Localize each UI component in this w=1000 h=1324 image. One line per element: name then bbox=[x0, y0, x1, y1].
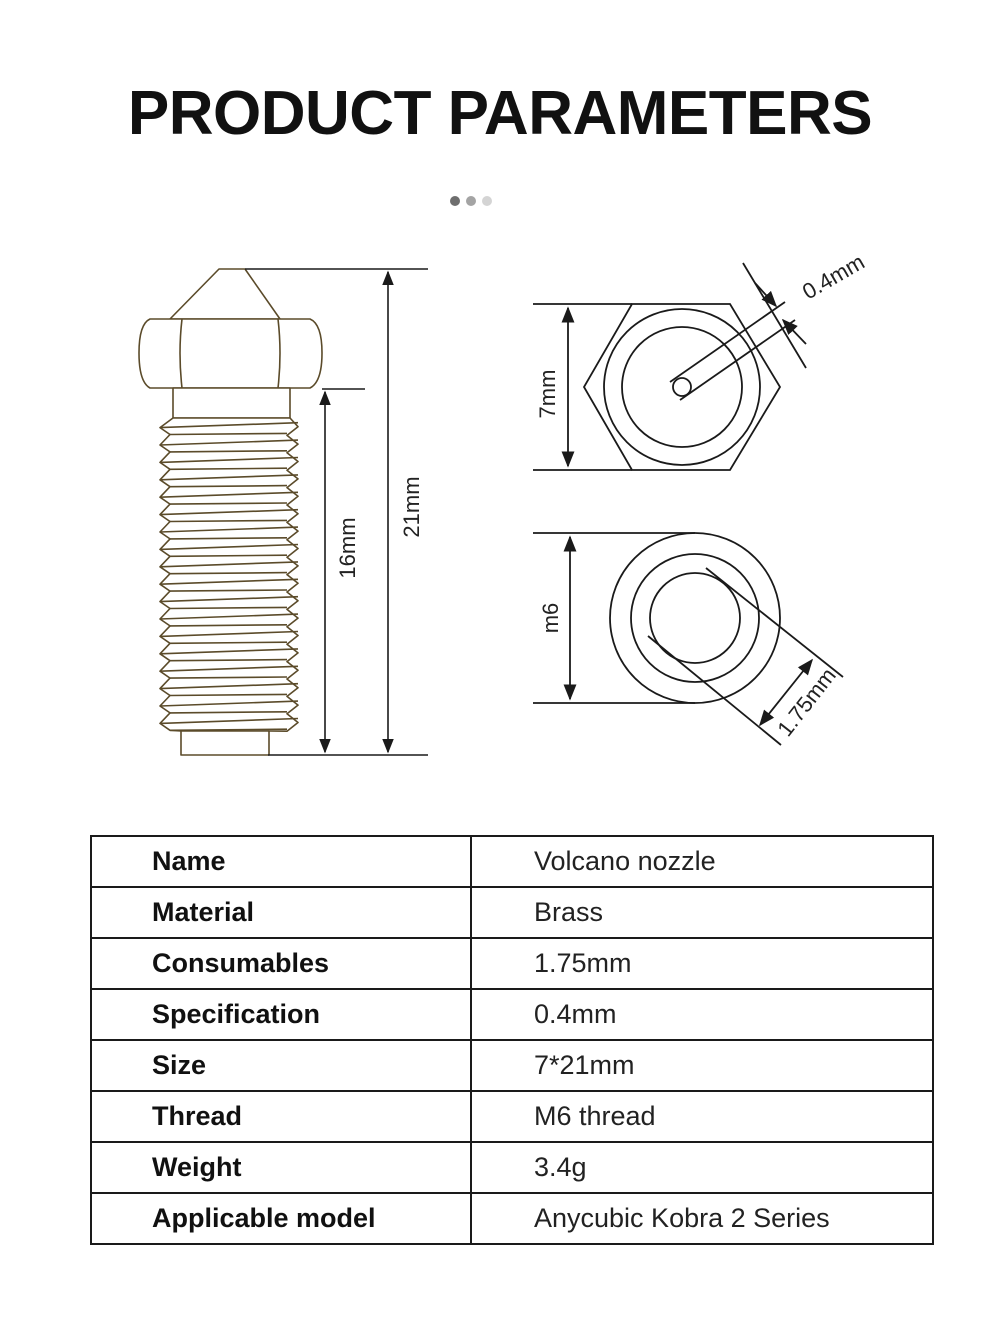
nozzle-top-view bbox=[533, 262, 807, 471]
thread-ridge bbox=[159, 543, 299, 551]
side-dimensions bbox=[245, 268, 428, 756]
dim-04mm-arrow-b bbox=[781, 318, 807, 345]
thread-groove bbox=[169, 519, 288, 523]
thread-ridge bbox=[159, 648, 299, 655]
nozzle-bottom bbox=[180, 730, 270, 756]
spec-value: Anycubic Kobra 2 Series bbox=[470, 1192, 934, 1245]
dim-175mm-arrow bbox=[758, 658, 814, 727]
spec-value: 0.4mm bbox=[470, 988, 934, 1041]
spec-value: Brass bbox=[470, 886, 934, 939]
nozzle-diagram: 21mm 16mm 7mm 0.4mm m6 1.75mm bbox=[138, 249, 869, 756]
thread-groove bbox=[169, 606, 288, 610]
spec-key: Applicable model bbox=[90, 1192, 472, 1245]
dim-04mm-arrow-a bbox=[754, 282, 778, 308]
thread-ridge bbox=[159, 439, 299, 446]
spec-key: Name bbox=[90, 835, 472, 888]
spec-key: Size bbox=[90, 1039, 472, 1092]
thread-middle-circle bbox=[630, 553, 760, 683]
dim-04mm-label: 0.4mm bbox=[798, 249, 869, 304]
spec-key: Specification bbox=[90, 988, 472, 1041]
thread-ridge bbox=[159, 700, 299, 707]
thread-outer-circle bbox=[609, 532, 781, 704]
spec-value: 7*21mm bbox=[470, 1039, 934, 1092]
thread-groove bbox=[169, 711, 288, 714]
pager-dot[interactable] bbox=[466, 196, 476, 206]
nozzle-hole-circle bbox=[672, 377, 692, 397]
spec-value: M6 thread bbox=[470, 1090, 934, 1143]
dim-16mm-label: 16mm bbox=[335, 517, 360, 578]
thread-ridge bbox=[159, 665, 299, 672]
page-title: PRODUCT PARAMETERS bbox=[127, 79, 873, 148]
hex-outer-circle bbox=[603, 308, 761, 466]
pager-dot-active[interactable] bbox=[450, 196, 460, 206]
thread-ridge bbox=[159, 491, 299, 498]
thread-groove bbox=[169, 641, 288, 645]
thread-ridge bbox=[159, 595, 299, 603]
thread-groove bbox=[169, 624, 288, 627]
thread-groove bbox=[169, 693, 288, 697]
dim-21mm-label: 21mm bbox=[399, 476, 424, 537]
dim-m6-label: m6 bbox=[538, 603, 563, 634]
thread-ridge bbox=[159, 508, 299, 516]
spec-key: Thread bbox=[90, 1090, 472, 1143]
pager-dots bbox=[450, 196, 494, 208]
spec-value: 1.75mm bbox=[470, 937, 934, 990]
thread-groove bbox=[169, 554, 288, 558]
nozzle-bottom-view bbox=[533, 532, 844, 746]
dim-175mm-label: 1.75mm bbox=[772, 663, 841, 741]
thread-inner-circle bbox=[649, 572, 741, 664]
spec-key: Material bbox=[90, 886, 472, 939]
thread-groove bbox=[169, 450, 288, 453]
nozzle-tip bbox=[169, 268, 281, 320]
thread-ridge bbox=[159, 717, 299, 725]
thread-groove bbox=[169, 571, 288, 575]
hex-head bbox=[138, 318, 323, 389]
thread-ridge bbox=[159, 456, 299, 464]
thread-ridge bbox=[159, 613, 299, 620]
thread-body bbox=[159, 417, 299, 732]
thread-groove bbox=[169, 502, 288, 505]
nozzle-side-view bbox=[138, 268, 323, 756]
thread-ridge bbox=[159, 561, 299, 568]
thread-groove bbox=[169, 467, 288, 471]
thread-ridge bbox=[159, 526, 299, 533]
thread-groove bbox=[169, 432, 288, 436]
thread-ridge bbox=[159, 682, 299, 690]
thread-groove bbox=[169, 537, 288, 540]
thread-ridge bbox=[159, 421, 299, 429]
thread-ridge bbox=[159, 474, 299, 481]
nozzle-neck bbox=[172, 387, 291, 419]
pager-dot[interactable] bbox=[482, 196, 492, 206]
spec-key: Weight bbox=[90, 1141, 472, 1194]
spec-value: Volcano nozzle bbox=[470, 835, 934, 888]
hex-outline bbox=[582, 303, 782, 471]
thread-groove bbox=[169, 589, 288, 592]
thread-ridge bbox=[159, 630, 299, 638]
thread-groove bbox=[169, 728, 288, 732]
dim-7mm-label: 7mm bbox=[535, 370, 560, 419]
spec-value: 3.4g bbox=[470, 1141, 934, 1194]
thread-groove bbox=[169, 676, 288, 679]
thread-groove bbox=[169, 484, 288, 488]
hex-inner-circle bbox=[621, 326, 743, 448]
thread-groove bbox=[169, 658, 288, 662]
thread-ridge bbox=[159, 578, 299, 585]
spec-key: Consumables bbox=[90, 937, 472, 990]
